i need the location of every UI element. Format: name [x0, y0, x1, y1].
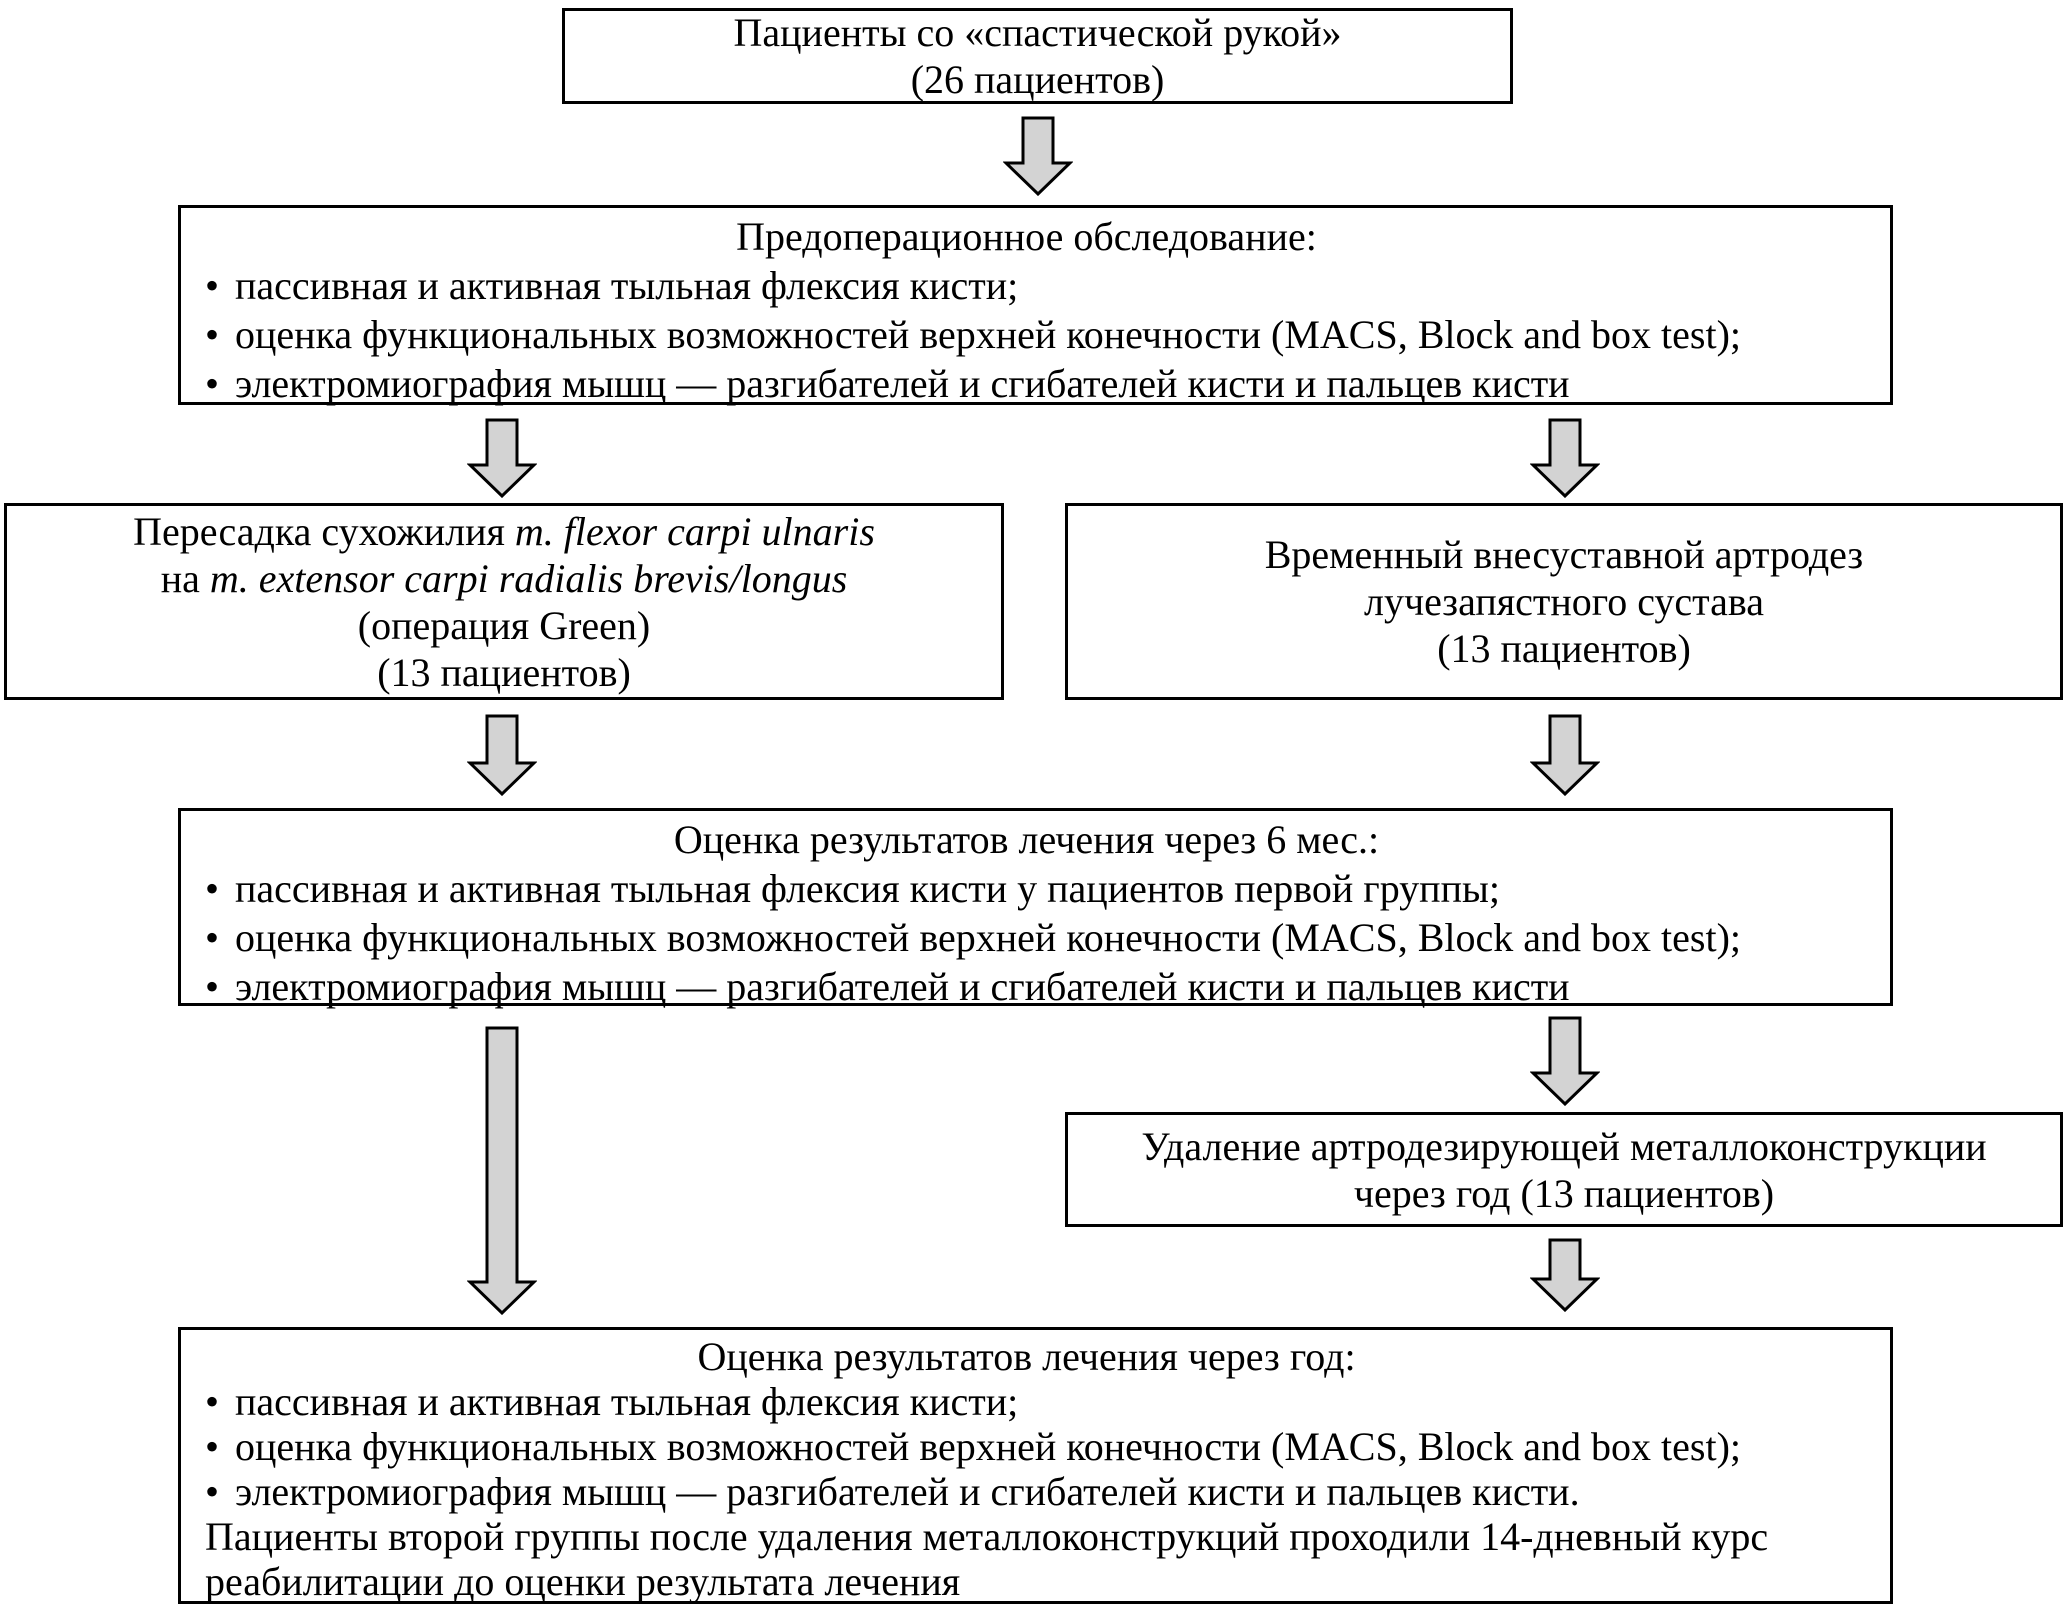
list-item: • электромиография мышц — разгибателей и… [205, 1469, 1872, 1514]
box-tendon-line4: (13 пациентов) [377, 649, 631, 695]
box-tendon-line1-latin: m. flexor carpi ulnaris [514, 508, 875, 554]
box-tendon-line2-text: на [160, 555, 210, 601]
bullet-icon: • [205, 866, 220, 911]
box-removal-line2: через год (13 пациентов) [1353, 1170, 1775, 1216]
box-sixmonth-title: Оценка результатов лечения через 6 мес.: [673, 817, 1380, 862]
arrow-patients-to-preop-icon [1003, 116, 1073, 196]
box-removal-line1: Удаление артродезирующей металлоконструк… [1141, 1123, 1987, 1169]
box-sixmonth-bullets: • пассивная и активная тыльная флексия к… [181, 864, 1872, 1011]
bullet-text: пассивная и активная тыльная флексия кис… [235, 866, 1500, 911]
box-arthrodesis-line2: лучезапястного сустава [1363, 579, 1765, 624]
bullet-icon: • [205, 1469, 220, 1514]
box-tendon-line1-text: Пересадка сухожилия [133, 508, 515, 554]
list-item: • пассивная и активная тыльная флексия к… [205, 1379, 1872, 1424]
box-arthrodesis-line1: Временный внесуставной артродез [1264, 532, 1864, 577]
arrow-removal-to-oneyear-icon [1530, 1238, 1600, 1312]
bullet-icon: • [205, 312, 220, 357]
bullet-text: оценка функциональных возможностей верхн… [235, 312, 1741, 357]
box-oneyear-eval: Оценка результатов лечения через год: • … [178, 1327, 1893, 1604]
bullet-text: электромиография мышц — разгибателей и с… [235, 1469, 1580, 1514]
box-hardware-removal: Удаление артродезирующей металлоконструк… [1065, 1112, 2063, 1227]
list-item: • пассивная и активная тыльная флексия к… [205, 864, 1872, 913]
arrow-sixmonth-to-oneyear-icon [467, 1026, 537, 1315]
bullet-text: оценка функциональных возможностей верхн… [235, 1424, 1741, 1469]
arrow-arthrodesis-to-sixmonth-icon [1530, 714, 1600, 796]
box-oneyear-bullets: • пассивная и активная тыльная флексия к… [181, 1379, 1872, 1514]
bullet-icon: • [205, 915, 220, 960]
box-preop-bullets: • пассивная и активная тыльная флексия к… [181, 261, 1872, 408]
bullet-text: электромиография мышц — разгибателей и с… [235, 964, 1570, 1009]
box-sixmonth-eval: Оценка результатов лечения через 6 мес.:… [178, 808, 1893, 1009]
arrow-sixmonth-to-removal-icon [1530, 1016, 1600, 1106]
bullet-icon: • [205, 263, 220, 308]
box-patients: Пациенты со «спастической рукой» (26 пац… [562, 8, 1513, 104]
arrow-tendon-to-sixmonth-icon [467, 714, 537, 796]
box-tendon-line1: Пересадка сухожилия m. flexor carpi ulna… [7, 508, 1001, 555]
bullet-icon: • [205, 1424, 220, 1469]
box-patients-line2: (26 пациентов) [910, 57, 1165, 102]
box-tendon-line2-latin: m. extensor carpi radialis brevis/longus [209, 555, 848, 601]
box-tendon-transfer: Пересадка сухожилия m. flexor carpi ulna… [4, 503, 1004, 700]
box-arthrodesis: Временный внесуставной артродез лучезапя… [1065, 503, 2063, 700]
bullet-text: оценка функциональных возможностей верхн… [235, 915, 1741, 960]
box-preop-exam: Предоперационное обследование: • пассивн… [178, 205, 1893, 408]
bullet-icon: • [205, 361, 220, 406]
arrow-preop-to-arthrodesis-icon [1530, 418, 1600, 498]
box-arthrodesis-line3: (13 пациентов) [1437, 626, 1691, 671]
list-item: • оценка функциональных возможностей вер… [205, 1424, 1872, 1469]
bullet-text: пассивная и активная тыльная флексия кис… [235, 1379, 1019, 1424]
list-item: • оценка функциональных возможностей вер… [205, 310, 1872, 359]
bullet-text: пассивная и активная тыльная флексия кис… [235, 263, 1019, 308]
box-tendon-line3: (операция Green) [357, 602, 651, 648]
bullet-text: электромиография мышц — разгибателей и с… [235, 361, 1570, 406]
list-item: • оценка функциональных возможностей вер… [205, 913, 1872, 962]
arrow-preop-to-tendon-icon [467, 418, 537, 498]
list-item: • электромиография мышц — разгибателей и… [205, 962, 1872, 1011]
box-tendon-line2: на m. extensor carpi radialis brevis/lon… [7, 555, 1001, 602]
box-oneyear-note: Пациенты второй группы после удаления ме… [205, 1514, 1769, 1604]
list-item: • электромиография мышц — разгибателей и… [205, 359, 1872, 408]
bullet-icon: • [205, 1379, 220, 1424]
list-item: • пассивная и активная тыльная флексия к… [205, 261, 1872, 310]
box-patients-line1: Пациенты со «спастической рукой» [733, 10, 1342, 55]
bullet-icon: • [205, 964, 220, 1009]
box-preop-title: Предоперационное обследование: [736, 214, 1317, 259]
box-oneyear-title: Оценка результатов лечения через год: [697, 1334, 1356, 1379]
